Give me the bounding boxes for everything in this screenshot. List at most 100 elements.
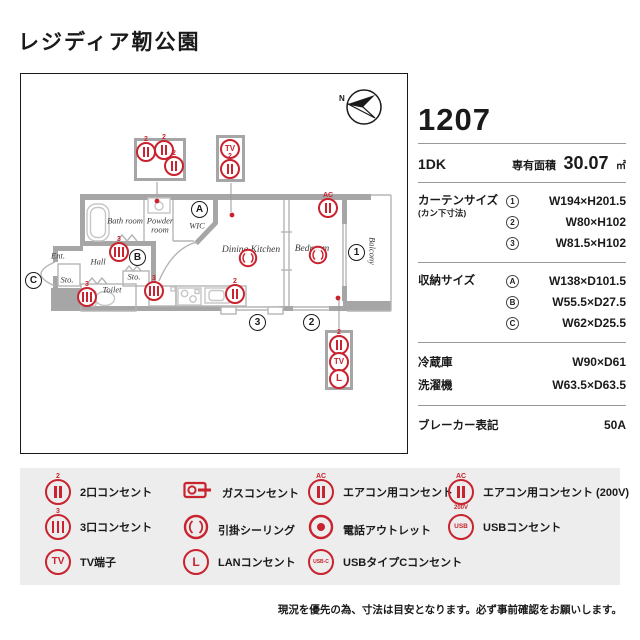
curtain-size-subtitle: (カン下寸法) [418, 208, 467, 219]
tv-label: TV [333, 357, 345, 366]
storage-size-title: 収納サイズ [418, 275, 476, 287]
curtain-value: W80×H102 [565, 215, 626, 229]
ceiling-light-icon [238, 248, 258, 268]
outlet-count-label: 2 [56, 473, 60, 480]
ref-badge: C [506, 316, 519, 330]
outlet3-icon: 3 [144, 275, 164, 301]
gas-outlet-icon [183, 479, 213, 506]
room-label-toilet: Toilet [102, 284, 122, 295]
legend-item-outlet3: 3 3口コンセント [45, 508, 152, 540]
legend-item-ac200: AC 200V エアコン用コンセント (200V) [448, 473, 630, 511]
outlet3-icon: 3 [77, 281, 97, 307]
breaker-value: 50A [603, 418, 626, 432]
outlet-count-label: 2 [172, 150, 176, 157]
lan-label: L [192, 555, 200, 569]
usb-outlet-icon: USB [448, 514, 474, 540]
fridge-label: 冷蔵庫 [418, 357, 453, 369]
legend-label: エアコン用コンセント (200V) [483, 487, 630, 499]
building-title: レジディア靭公園 [18, 31, 201, 54]
disclaimer-note: 現況を優先の為、寸法は目安となります。必ず事前確認をお願いします。 [277, 604, 622, 616]
breaker-section: ブレーカー表記 50A [418, 406, 626, 445]
fridge-row: 冷蔵庫 W90×D61 [418, 354, 626, 370]
room-label-entrance: Ent. [51, 250, 65, 261]
voltage-label: 200V [453, 505, 469, 511]
ceiling-light-icon [308, 245, 328, 265]
legend-item-ac: AC エアコン用コンセント [308, 473, 453, 505]
outlet-count-label: 3 [117, 236, 121, 243]
ac200-outlet-icon: AC 200V [448, 473, 474, 511]
outlet-count-label: 3 [152, 275, 156, 282]
storage-ref-c: C [25, 272, 42, 289]
ref-badge: 3 [506, 236, 519, 250]
curtain-row: 2 W80×H102 [506, 215, 626, 229]
legend-item-lan: L LANコンセント [183, 549, 296, 575]
outlet-count-label: 2 [144, 136, 148, 143]
legend-label: 電話アウトレット [343, 524, 431, 537]
compass-icon: N [339, 89, 382, 125]
outlet-count-label: 2 [337, 329, 341, 336]
storage-ref-a: A [191, 201, 208, 218]
tv-label: TV [224, 144, 236, 153]
area-group: 専有面積 30.07 ㎡ [512, 153, 626, 174]
legend-label: 引掛シーリング [218, 524, 295, 537]
outlet-count-label: 2 [162, 134, 166, 141]
washer-label: 洗濯機 [418, 380, 453, 392]
ac-label: AC [315, 473, 327, 480]
red-points [154, 198, 341, 301]
curtain-value: W81.5×H102 [555, 236, 626, 250]
outlet-count-label: 3 [56, 508, 60, 515]
tv-label: TV [51, 556, 65, 567]
window-ref-1: 1 [348, 244, 365, 261]
ref-badge: 2 [506, 215, 519, 229]
legend-item-gas: ガスコンセント [183, 479, 299, 506]
legend-label: TV端子 [80, 557, 117, 569]
ref-badge: A [506, 274, 519, 288]
legend-item-usbc: USB-C USBタイプCコンセント [308, 549, 462, 575]
legend-label: ガスコンセント [222, 487, 299, 500]
ref-badge: 1 [506, 194, 519, 208]
room-label-balcony: Balcony [367, 237, 378, 265]
usb-label: USB [454, 522, 468, 530]
outlet2-icon: 2 [225, 278, 245, 304]
outlet2-icon: 2 [136, 136, 156, 162]
ac-label: AC [322, 192, 334, 199]
breaker-label: ブレーカー表記 [418, 420, 499, 432]
window-ref-3: 3 [249, 314, 266, 331]
storage-row: A W138×D101.5 [506, 274, 626, 288]
storage-size-label: 収納サイズ [418, 274, 506, 337]
legend-item-usb: USB USBコンセント [448, 514, 561, 540]
lan-outlet-icon: L [183, 549, 209, 575]
breaker-row: ブレーカー表記 50A [418, 417, 626, 433]
floor-plan-frame: N [20, 73, 408, 454]
room-label-bath: Bath room [107, 215, 143, 226]
legend-item-tv: TV TV端子 [45, 549, 116, 575]
ac-outlet-icon: AC [308, 473, 334, 505]
washer-value: W63.5×D63.5 [552, 378, 626, 392]
legend-label: エアコン用コンセント [343, 487, 453, 499]
area-unit: ㎡ [616, 161, 626, 172]
legend-label: USBタイプCコンセント [343, 557, 463, 569]
fridge-value: W90×D61 [572, 355, 626, 369]
appliance-section: 冷蔵庫 W90×D61 洗濯機 W63.5×D63.5 [418, 343, 626, 406]
room-label-hall: Hall [90, 256, 106, 267]
ac-label: AC [455, 473, 467, 480]
washer-row: 洗濯機 W63.5×D63.5 [418, 377, 626, 393]
outlet2-icon: 2 [220, 153, 240, 179]
ref-badge: B [506, 295, 519, 309]
storage-value: W138×D101.5 [548, 274, 626, 288]
room-label-storage-hall: Sto. [127, 271, 141, 282]
lan-outlet-icon: L [329, 369, 349, 389]
legend-label: 2口コンセント [80, 487, 153, 499]
layout-area-row: 1DK 専有面積 30.07 ㎡ [418, 144, 626, 183]
compass-north-label: N [339, 94, 345, 103]
outlet2-icon: 2 [164, 150, 184, 176]
partitions-and-windows [40, 194, 392, 315]
legend-item-ceiling: 引掛シーリング [183, 514, 295, 545]
